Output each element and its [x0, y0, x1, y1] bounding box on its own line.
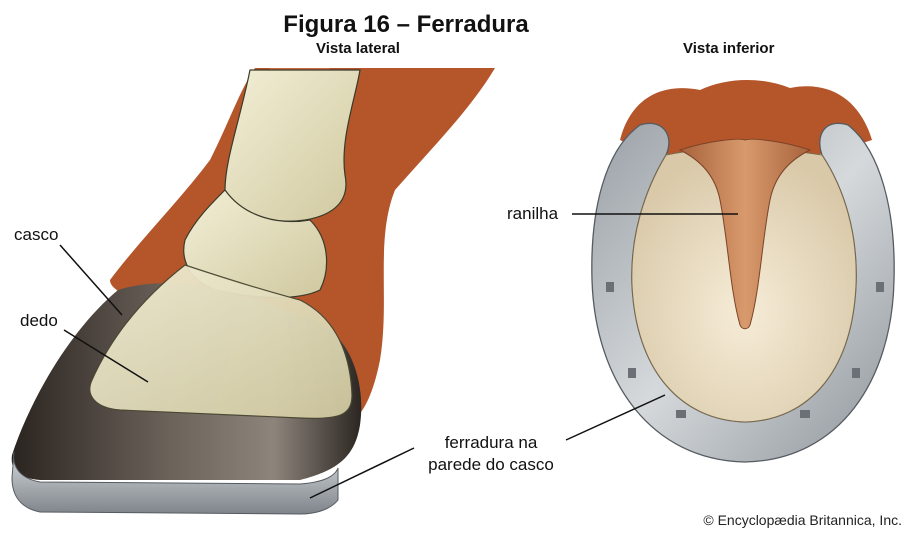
label-ranilha: ranilha [507, 203, 558, 225]
label-dedo: dedo [20, 310, 58, 332]
nail-hole [628, 368, 636, 378]
figure-title: Figura 16 – Ferradura [0, 12, 812, 38]
inferior-view [592, 80, 894, 462]
nail-hole [800, 410, 810, 418]
label-casco: casco [14, 224, 58, 246]
label-ferradura-line2: parede do casco [416, 454, 566, 476]
pastern-bone [225, 70, 360, 221]
nail-hole [606, 282, 614, 292]
nail-hole [676, 410, 686, 418]
nail-hole [876, 282, 884, 292]
nail-hole [852, 368, 860, 378]
label-ferradura: ferradura na parede do casco [416, 432, 566, 476]
copyright-credit: © Encyclopædia Britannica, Inc. [703, 512, 902, 528]
view-label-inferior: Vista inferior [683, 40, 774, 57]
label-ferradura-line1: ferradura na [416, 432, 566, 454]
view-label-lateral: Vista lateral [316, 40, 400, 57]
